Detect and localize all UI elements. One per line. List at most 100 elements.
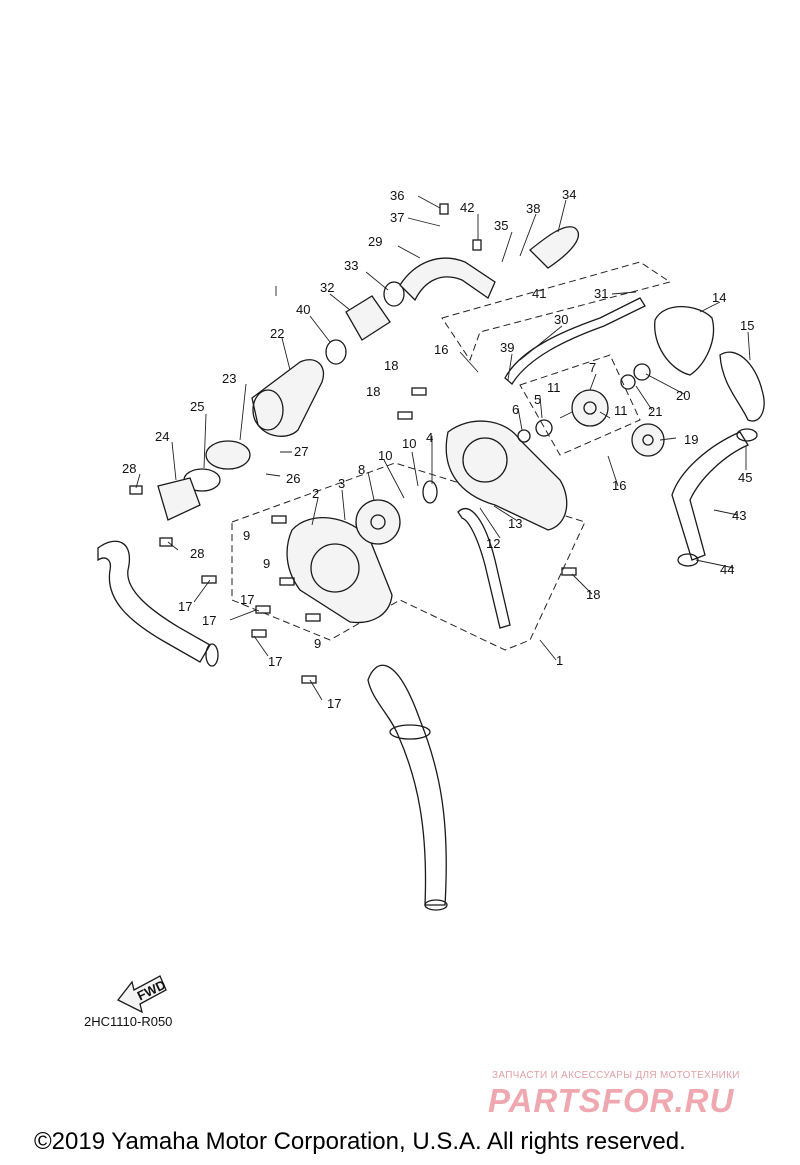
bolt-18c — [561, 567, 577, 576]
gear-7 — [571, 389, 609, 427]
callout-43: 43 — [732, 508, 746, 523]
copyright-notice: ©2019 Yamaha Motor Corporation, U.S.A. A… — [34, 1128, 686, 1155]
bolt-17d — [301, 675, 317, 684]
leader-lines — [135, 195, 751, 701]
watermark-logo: PARTSFOR.RU — [488, 1082, 735, 1119]
callout-4: 4 — [426, 430, 433, 445]
bearing-20 — [633, 363, 651, 381]
callout-14: 14 — [712, 290, 726, 305]
bolt-42 — [472, 239, 482, 251]
bolt-18a — [411, 387, 427, 396]
hose-30 — [504, 297, 646, 385]
callout-42: 42 — [460, 200, 474, 215]
callout-41: 41 — [532, 286, 546, 301]
callout-16b: 16 — [612, 478, 626, 493]
callout-20: 20 — [676, 388, 690, 403]
callout-18a: 18 — [384, 358, 398, 373]
clamp-40 — [325, 339, 347, 365]
callout-1: 1 — [556, 653, 563, 668]
callout-17b: 17 — [202, 613, 216, 628]
seal-4 — [422, 480, 438, 504]
callout-12: 12 — [486, 536, 500, 551]
callout-9a: 9 — [243, 528, 250, 543]
callout-30: 30 — [554, 312, 568, 327]
assembly-outline-upper — [441, 261, 672, 362]
callout-21: 21 — [648, 404, 662, 419]
bearing-6 — [517, 429, 531, 443]
pipe-12 — [457, 507, 511, 629]
callout-45: 45 — [738, 470, 752, 485]
bolt-17b — [255, 605, 271, 614]
callout-19: 19 — [684, 432, 698, 447]
callout-24: 24 — [155, 429, 169, 444]
callout-10a: 10 — [378, 448, 392, 463]
bolt-17c — [251, 629, 267, 638]
callout-40: 40 — [296, 302, 310, 317]
clamp-33 — [383, 281, 405, 307]
callout-28b: 28 — [190, 546, 204, 561]
watermark-tagline: ЗАПЧАСТИ И АКСЕССУАРЫ ДЛЯ МОТОТЕХНИКИ — [492, 1070, 740, 1081]
callout-23: 23 — [222, 371, 236, 386]
hose-32 — [345, 295, 391, 341]
gear-19 — [631, 423, 665, 457]
assembly-outline-gear — [519, 354, 641, 456]
callout-18b: 18 — [366, 384, 380, 399]
pump-body-bore — [462, 437, 508, 483]
callout-11b: 11 — [614, 403, 628, 418]
impeller-hub — [370, 514, 386, 530]
callout-35: 35 — [494, 218, 508, 233]
hose-43 — [671, 431, 749, 561]
callout-29: 29 — [368, 234, 382, 249]
bolt-28a — [129, 485, 143, 495]
callout-6: 6 — [512, 402, 519, 417]
callout-18c: 18 — [586, 587, 600, 602]
gasket-14 — [654, 306, 715, 376]
callout-9c: 9 — [314, 636, 321, 651]
callout-32: 32 — [320, 280, 334, 295]
pipe-29 — [399, 257, 496, 302]
callout-25: 25 — [190, 399, 204, 414]
pump-cover — [286, 517, 393, 624]
bolt-9c — [305, 613, 321, 622]
gear-19-hub — [642, 434, 654, 446]
hose-34 — [529, 226, 580, 269]
callout-26: 26 — [286, 471, 300, 486]
thermostat-housing — [251, 359, 325, 437]
pump-cover-boss — [310, 543, 360, 593]
callout-10b: 10 — [402, 436, 416, 451]
callout-36: 36 — [390, 188, 404, 203]
bolt-9b — [279, 577, 295, 586]
circlip-21 — [620, 374, 636, 390]
hose-left-end — [205, 643, 219, 667]
hose-lower-clamp — [389, 724, 431, 740]
callout-labels: 1 2 3 4 5 6 7 8 9 9 9 10 10 11 11 12 13 … — [122, 187, 754, 711]
callout-5: 5 — [534, 392, 541, 407]
callout-7: 7 — [589, 360, 596, 375]
gear-7-hub — [583, 401, 597, 415]
hose-lower — [367, 664, 447, 906]
fitting-24 — [157, 477, 201, 521]
impeller — [355, 499, 401, 545]
callout-22: 22 — [270, 326, 284, 341]
callout-3: 3 — [338, 476, 345, 491]
callout-17d: 17 — [327, 696, 341, 711]
callout-44: 44 — [720, 562, 734, 577]
hose-lower-end — [424, 899, 448, 911]
callout-39: 39 — [500, 340, 514, 355]
bolt-36 — [439, 203, 449, 215]
callout-27: 27 — [294, 444, 308, 459]
bolt-28b — [159, 537, 173, 547]
callout-37: 37 — [390, 210, 404, 225]
bolt-17a — [201, 575, 217, 584]
thermostat — [205, 440, 251, 470]
callout-9b: 9 — [263, 556, 270, 571]
callout-17e: 17 — [240, 592, 254, 607]
pump-body — [445, 420, 568, 531]
diagram-code: 2HC1110-R050 — [84, 1014, 173, 1029]
callout-17a: 17 — [178, 599, 192, 614]
hose-left — [97, 540, 211, 663]
fwd-label: FWD — [135, 977, 168, 1003]
callout-16a: 16 — [434, 342, 448, 357]
callout-33: 33 — [344, 258, 358, 273]
